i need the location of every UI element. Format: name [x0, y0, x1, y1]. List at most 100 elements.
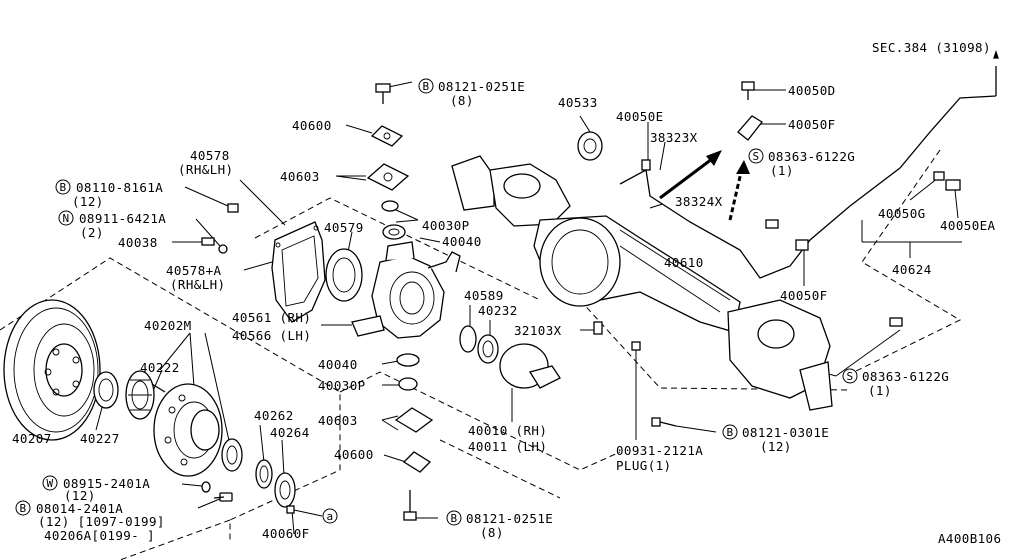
label-40227[interactable]: 40227	[80, 431, 120, 446]
wheel-hub-40202M	[151, 383, 223, 477]
label-40579[interactable]: 40579	[324, 220, 364, 235]
label-40030P-mid[interactable]: 40030P	[318, 378, 366, 393]
seal-40589	[459, 325, 477, 353]
steering-knuckle-40561	[351, 241, 461, 339]
svg-text:S: S	[752, 150, 759, 163]
label-08915-2401A-qty: (12)	[64, 488, 96, 503]
label-08915-2401A[interactable]: 08915-2401A	[63, 476, 150, 491]
label-40038[interactable]: 40038	[118, 235, 158, 250]
breather-32103X	[593, 321, 603, 335]
label-40578A-side: (RH&LH)	[170, 277, 225, 292]
label-08911-6421A-qty: (2)	[80, 225, 104, 240]
nut-40060F	[286, 505, 295, 514]
label-40040-mid[interactable]: 40040	[318, 357, 358, 372]
badge-washer-08915-2401A: W	[42, 475, 58, 491]
bearing-40040-top	[382, 224, 406, 240]
label-40578-side: (RH&LH)	[178, 162, 233, 177]
clamp-40050F-bot	[795, 239, 809, 251]
label-32103X[interactable]: 32103X	[514, 323, 562, 338]
label-40050F-bot[interactable]: 40050F	[780, 288, 828, 303]
spindle-40010	[499, 343, 561, 389]
label-38323X[interactable]: 38323X	[650, 130, 698, 145]
label-08014-2401A-qty: (12) [1097-0199]	[38, 514, 165, 529]
label-40610[interactable]: 40610	[664, 255, 704, 270]
label-40050F-top[interactable]: 40050F	[788, 117, 836, 132]
badge-screw-08363-6122G-bot: S	[842, 368, 858, 384]
bolt-08014-2401A	[213, 492, 233, 502]
label-40624[interactable]: 40624	[892, 262, 932, 277]
label-00931-2121A[interactable]: 00931-2121A	[616, 443, 703, 458]
label-40202M[interactable]: 40202M	[144, 318, 192, 333]
plug-00931-2121A	[631, 341, 641, 351]
label-40578[interactable]: 40578	[190, 148, 230, 163]
clip-40050E	[641, 159, 651, 171]
badge-bolt-08121-0251E-top: B	[418, 78, 434, 94]
label-40589[interactable]: 40589	[464, 288, 504, 303]
label-08911-6421A[interactable]: 08911-6421A	[79, 211, 166, 226]
label-40600-bot[interactable]: 40600	[334, 447, 374, 462]
label-08121-0251E-top[interactable]: 08121-0251E	[438, 79, 525, 94]
svg-text:a: a	[326, 510, 333, 523]
svg-text:B: B	[59, 181, 66, 194]
label-08363-6122G-top[interactable]: 08363-6122G	[768, 149, 855, 164]
label-40232[interactable]: 40232	[478, 303, 518, 318]
king-pin-cap-40600	[370, 125, 404, 147]
badge-screw-08363-6122G-top: S	[748, 148, 764, 164]
label-08121-0301E-qty: (12)	[760, 439, 792, 454]
label-40603-mid[interactable]: 40603	[318, 413, 358, 428]
label-40030P-top[interactable]: 40030P	[422, 218, 470, 233]
label-40533[interactable]: 40533	[558, 95, 598, 110]
vent-hose-group-boundary	[845, 149, 962, 377]
svg-text:B: B	[726, 426, 733, 439]
bolt-08121-0251E-top	[375, 83, 391, 104]
brake-rotor-group-boundary	[0, 257, 341, 542]
direction-arrow-38323X	[659, 150, 722, 200]
label-38324X[interactable]: 38324X	[675, 194, 723, 209]
label-08014-2401A[interactable]: 08014-2401A	[36, 501, 123, 516]
label-08363-6122G-top-qty: (1)	[770, 163, 794, 178]
label-40561[interactable]: 40561 (RH)	[232, 310, 311, 325]
badge-bolt-08110-8161A: B	[55, 179, 71, 195]
label-40050D[interactable]: 40050D	[788, 83, 836, 98]
label-40060F[interactable]: 40060F	[262, 526, 310, 541]
label-40011[interactable]: 40011 (LH)	[468, 439, 547, 454]
label-08363-6122G-bot-qty: (1)	[868, 383, 892, 398]
drawing-id: A400B106	[938, 531, 1001, 546]
bolt-40050D	[741, 81, 755, 100]
lock-plate-40264	[274, 472, 296, 508]
clip-40050G	[933, 171, 945, 181]
outer-bearing	[221, 438, 243, 472]
seal-40232	[477, 334, 499, 364]
bearing-40040-mid	[396, 353, 420, 367]
label-08121-0251E-top-qty: (8)	[450, 93, 474, 108]
bolt-08121-0251E-bot	[403, 490, 417, 521]
label-40578A[interactable]: 40578+A	[166, 263, 222, 278]
label-08363-6122G-bot[interactable]: 08363-6122G	[862, 369, 949, 384]
label-40566[interactable]: 40566 (LH)	[232, 328, 311, 343]
label-40050E[interactable]: 40050E	[616, 109, 664, 124]
badge-nut-08911-6421A: N	[58, 210, 74, 226]
label-40603-top[interactable]: 40603	[280, 169, 320, 184]
label-08121-0251E-bot[interactable]: 08121-0251E	[466, 511, 553, 526]
svg-text:S: S	[846, 370, 853, 383]
label-40050EA[interactable]: 40050EA	[940, 218, 996, 233]
label-40264[interactable]: 40264	[270, 425, 310, 440]
label-08110-8161A[interactable]: 08110-8161A	[76, 180, 163, 195]
vent-hose	[619, 49, 999, 279]
label-40207[interactable]: 40207	[12, 431, 52, 446]
label-40222[interactable]: 40222	[140, 360, 180, 375]
label-40040-top[interactable]: 40040	[442, 234, 482, 249]
part-labels: SEC.384 (31098) 08121-0251E (8) 40600 40…	[12, 40, 1001, 546]
label-40010[interactable]: 40010 (RH)	[468, 423, 547, 438]
nut-08911-6421A	[218, 244, 228, 254]
label-40262[interactable]: 40262	[254, 408, 294, 423]
lower-knuckle-boundary	[439, 439, 561, 499]
label-08121-0301E[interactable]: 08121-0301E	[742, 425, 829, 440]
bushing-40030P-mid	[398, 377, 418, 391]
label-40206A[interactable]: 40206A[0199- ]	[44, 528, 155, 543]
shim-40603	[366, 163, 410, 191]
label-40050G[interactable]: 40050G	[878, 206, 926, 221]
label-section-ref[interactable]: SEC.384 (31098)	[872, 40, 991, 55]
label-40600-top[interactable]: 40600	[292, 118, 332, 133]
